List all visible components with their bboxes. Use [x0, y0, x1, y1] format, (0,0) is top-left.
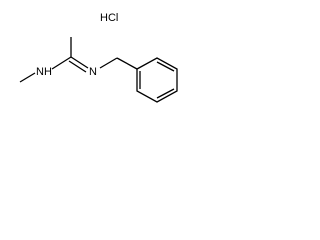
- benzene-ring: [136, 57, 178, 103]
- bond-methyl-nh: [19, 72, 36, 83]
- atom-label-nh: NH: [36, 66, 52, 78]
- atom-label-n: N: [89, 66, 97, 78]
- bond-ch2-phenyl: [116, 57, 138, 70]
- benzene-double-bond-2: [156, 88, 175, 99]
- bond-nh-carbon: [51, 56, 72, 70]
- bond-n-ch2: [99, 57, 118, 69]
- salt-label: HCl: [100, 12, 118, 24]
- bond-carbon-n-double-a: [70, 56, 89, 69]
- bond-carbon-n-double-b: [68, 60, 87, 73]
- molecule-structure: HCl NH N: [19, 12, 178, 103]
- benzene-double-bond-1: [156, 61, 175, 72]
